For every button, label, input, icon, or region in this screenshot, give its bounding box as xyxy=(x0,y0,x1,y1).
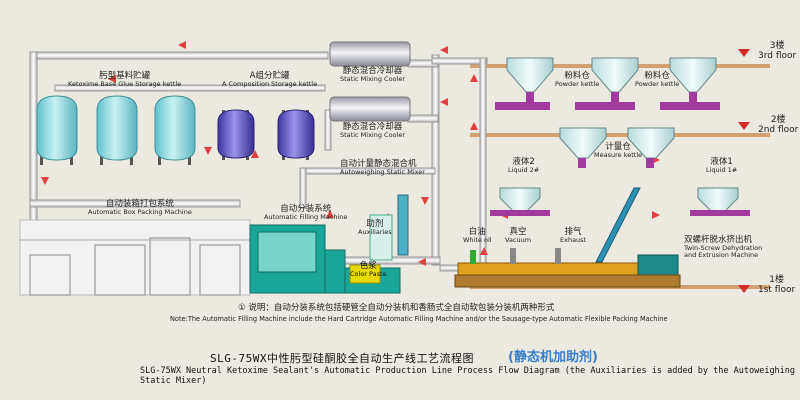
arrow-left xyxy=(440,98,448,106)
ketoxime-tank xyxy=(36,95,78,165)
a-composition-tank xyxy=(217,109,255,160)
diagram-title-zh: SLG-75WX中性肟型硅酮胶全自动生产线工艺流程图 xyxy=(210,352,474,365)
box-packing-machine xyxy=(19,219,251,296)
arrow-down xyxy=(421,197,429,205)
autoweigh-mixer-column xyxy=(397,194,409,256)
arrow-down xyxy=(204,147,212,155)
arrow-left xyxy=(440,46,448,54)
floor-3-marker xyxy=(738,49,750,57)
cooler-2 xyxy=(329,96,411,122)
arrow-up xyxy=(480,247,488,255)
arrow-left xyxy=(178,41,186,49)
note-en: Note:The Automatic Filling Machine inclu… xyxy=(170,315,668,323)
arrow-right xyxy=(652,211,660,219)
powder-hopper xyxy=(495,57,554,110)
arrow-up xyxy=(326,210,334,218)
liquid-hoppers xyxy=(490,187,750,216)
arrow-down xyxy=(41,177,49,185)
twin-screw-extruder xyxy=(454,248,681,288)
powder-hopper xyxy=(575,57,639,110)
note-zh: ① 说明：自动分装系统包括硬管全自动分装机和香肠式全自动软包装分装机两种形式 xyxy=(238,303,555,313)
arrow-left xyxy=(418,258,426,266)
arrow-up xyxy=(251,150,259,158)
diagram-title-tag: (静态机加助剂) xyxy=(508,350,598,365)
cooler-1 xyxy=(329,41,411,67)
a-composition-tanks xyxy=(217,109,315,160)
automatic-filling-machine xyxy=(249,214,401,294)
arrow-up xyxy=(470,122,478,130)
floor-1-marker xyxy=(738,285,750,293)
screw-conveyor xyxy=(595,187,641,263)
floor-2-marker xyxy=(738,122,750,130)
ketoxime-tank xyxy=(96,95,138,165)
extruder-label: 双螺杆脱水挤出机 Twin-Screw Dehydration and Extr… xyxy=(684,235,763,259)
measure-kettles xyxy=(559,127,675,168)
flow-arrows xyxy=(41,41,660,266)
color-paste-tank xyxy=(349,264,381,284)
powder-hopper xyxy=(660,57,720,110)
arrow-left xyxy=(108,75,116,83)
diagram-title-en: SLG-75WX Neutral Ketoxime Sealant's Auto… xyxy=(140,366,796,386)
static-mixing-coolers xyxy=(329,41,411,122)
ketoxime-tanks xyxy=(36,95,196,165)
arrow-up xyxy=(470,74,478,82)
powder-hoppers xyxy=(495,57,720,110)
a-composition-tank xyxy=(277,109,315,160)
ketoxime-tank xyxy=(154,95,196,165)
